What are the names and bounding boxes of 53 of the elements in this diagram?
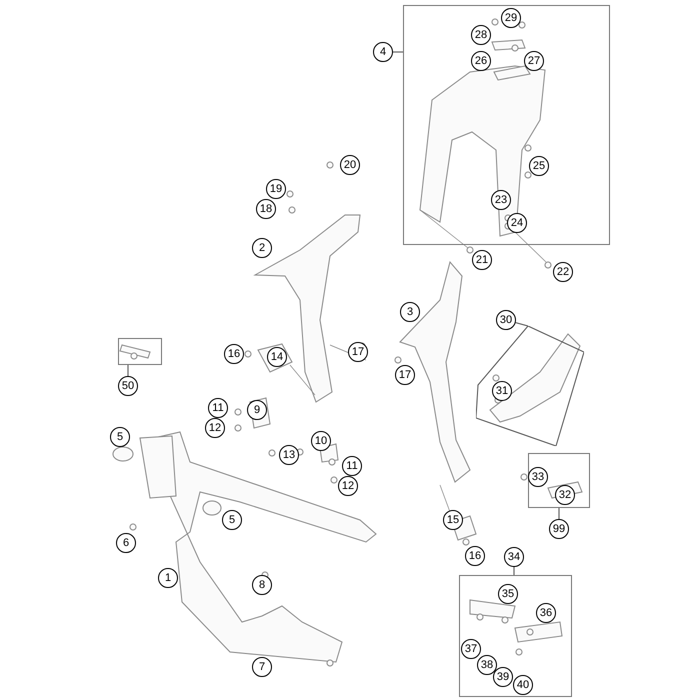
callout-number: 25: [529, 156, 549, 176]
callout-number: 11: [342, 456, 362, 476]
callout-number: 36: [536, 603, 556, 623]
callout-number: 30: [496, 310, 516, 330]
callout-number: 11: [208, 398, 228, 418]
callout-number: 9: [247, 400, 267, 420]
callout-number: 6: [116, 533, 136, 553]
callout-number: 20: [340, 155, 360, 175]
callout-number: 39: [493, 667, 513, 687]
parts-group-frame: [403, 5, 610, 245]
callout-number: 26: [471, 51, 491, 71]
callout-number: 99: [549, 519, 569, 539]
callout-number: 10: [311, 431, 331, 451]
parts-group-frame: [459, 575, 572, 697]
parts-group-frame: [528, 453, 590, 508]
callout-number: 21: [472, 250, 492, 270]
callout-number: 16: [465, 546, 485, 566]
leader-line: [515, 322, 528, 326]
callout-number: 37: [461, 639, 481, 659]
callout-number: 17: [348, 342, 368, 362]
callout-number: 18: [256, 199, 276, 219]
callout-number: 8: [252, 575, 272, 595]
callout-number: 5: [110, 427, 130, 447]
callout-number: 17: [395, 365, 415, 385]
callout-number: 40: [513, 675, 533, 695]
callout-number: 33: [528, 467, 548, 487]
callout-number: 19: [266, 179, 286, 199]
callout-number: 31: [492, 381, 512, 401]
callout-number: 16: [224, 344, 244, 364]
callout-number: 7: [252, 657, 272, 677]
leader-line: [558, 508, 560, 520]
callout-number: 12: [338, 476, 358, 496]
parts-group-frame: [118, 338, 162, 365]
callout-number: 15: [443, 510, 463, 530]
callout-number: 32: [555, 485, 575, 505]
callout-number: 38: [477, 655, 497, 675]
callout-number: 27: [524, 51, 544, 71]
callout-number: 22: [553, 262, 573, 282]
parts-group-frame: [476, 326, 584, 446]
callout-number: 28: [471, 25, 491, 45]
callout-number: 29: [501, 8, 521, 28]
callout-number: 5: [222, 510, 242, 530]
callout-number: 23: [491, 190, 511, 210]
callout-number: 35: [498, 584, 518, 604]
callout-number: 24: [507, 213, 527, 233]
callout-number: 2: [252, 238, 272, 258]
callout-number: 1: [158, 568, 178, 588]
callout-number: 4: [373, 42, 393, 62]
callout-number: 13: [279, 445, 299, 465]
callout-number: 34: [504, 547, 524, 567]
callout-number: 12: [205, 418, 225, 438]
callout-number: 3: [400, 302, 420, 322]
callout-number: 50: [118, 376, 138, 396]
